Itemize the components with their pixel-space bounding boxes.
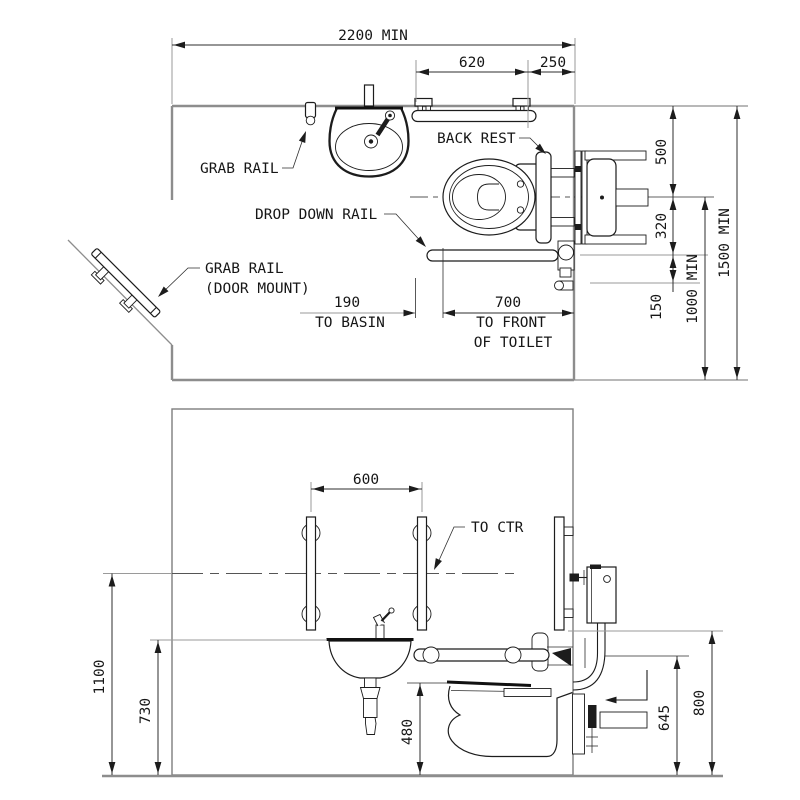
basin-plan bbox=[328, 106, 410, 178]
bottle-trap bbox=[359, 677, 381, 735]
dimension-1000-min: 1000 MIN bbox=[685, 197, 709, 380]
outlet-pipe-plan bbox=[615, 188, 649, 207]
dim-text-2200: 2200 MIN bbox=[338, 28, 408, 44]
drop-down-rail-plan bbox=[426, 240, 575, 278]
dimension-480: 480 bbox=[400, 682, 447, 775]
dim-text-600: 600 bbox=[353, 472, 379, 488]
dim-text-800: 800 bbox=[692, 690, 708, 716]
dimension-800: 800 bbox=[568, 630, 723, 775]
backrest-rail-plan bbox=[411, 97, 537, 123]
to-ctr-text: TO CTR bbox=[471, 520, 524, 536]
flush-pipe-leader bbox=[605, 670, 648, 704]
dim-text-700-label1: TO FRONT bbox=[476, 315, 546, 331]
dim-text-480: 480 bbox=[400, 719, 416, 745]
roll-holder-plan bbox=[554, 280, 574, 291]
dim-text-1000: 1000 MIN bbox=[685, 254, 701, 324]
dim-text-620: 620 bbox=[459, 55, 485, 71]
cistern-elevation bbox=[569, 564, 648, 755]
label-door-grab-rail: GRAB RAIL (DOOR MOUNT) bbox=[155, 261, 310, 300]
dimension-645: 645 bbox=[605, 655, 689, 775]
elevation-view: 600 TO CTR 1100 730 bbox=[92, 408, 723, 778]
dim-text-645: 645 bbox=[657, 705, 673, 731]
flush-pipe-outer bbox=[572, 623, 606, 691]
grab-rail-text: GRAB RAIL bbox=[200, 161, 279, 177]
dim-text-190: 190 bbox=[334, 295, 360, 311]
door-leaf-open bbox=[67, 239, 173, 346]
dim-text-500: 500 bbox=[654, 139, 670, 165]
back-rest-text: BACK REST bbox=[437, 131, 516, 147]
cistern-plan bbox=[574, 150, 649, 245]
vertical-grab-rails-elevation bbox=[301, 516, 432, 631]
plan-labels: GRAB RAIL BACK REST DROP DOWN RAIL GRAB … bbox=[155, 129, 549, 300]
dim-text-1500: 1500 MIN bbox=[717, 208, 733, 278]
basin-elevation bbox=[326, 607, 414, 735]
dimension-2200-min: 2200 MIN bbox=[171, 28, 576, 104]
dimension-1100: 1100 bbox=[92, 573, 172, 775]
pan-fixing-frame bbox=[572, 693, 648, 755]
toilet-plan bbox=[442, 151, 575, 244]
label-grab-rail: GRAB RAIL bbox=[200, 129, 310, 177]
toilet-elevation bbox=[446, 680, 573, 758]
dim-text-1100: 1100 bbox=[92, 660, 108, 695]
dimension-190-700: 190 TO BASIN 700 TO FRONT OF TOILET bbox=[300, 248, 574, 351]
flush-pipe-plan bbox=[363, 84, 375, 107]
dim-text-700-label2: OF TOILET bbox=[474, 335, 553, 351]
plan-dimensions: 2200 MIN 620 250 bbox=[171, 28, 741, 380]
corner-grab-rail-elevation bbox=[553, 516, 574, 631]
dim-text-250: 250 bbox=[540, 55, 566, 71]
door-grab-rail-text2: (DOOR MOUNT) bbox=[205, 281, 310, 297]
dimension-620-250: 620 250 bbox=[415, 55, 575, 128]
door-grab-rail bbox=[90, 248, 161, 318]
dimension-730: 730 bbox=[138, 639, 327, 775]
plan-view: 2200 MIN 620 250 bbox=[67, 28, 748, 382]
tap-elevation bbox=[372, 607, 395, 640]
dim-text-730: 730 bbox=[138, 698, 154, 724]
dim-text-320: 320 bbox=[654, 213, 670, 239]
label-to-ctr: TO CTR bbox=[430, 520, 524, 572]
dim-text-190-label: TO BASIN bbox=[315, 315, 385, 331]
dimension-600: 600 bbox=[310, 472, 423, 512]
elevation-dimensions: 600 TO CTR 1100 730 bbox=[92, 472, 723, 775]
grab-rail-plan bbox=[304, 101, 317, 126]
door-grab-rail-text1: GRAB RAIL bbox=[205, 261, 284, 277]
drop-down-rail-elevation bbox=[413, 632, 573, 672]
drop-down-rail-text: DROP DOWN RAIL bbox=[255, 207, 377, 223]
dim-text-150: 150 bbox=[649, 294, 665, 320]
dimension-chain-right: 500 320 150 bbox=[580, 106, 708, 320]
dim-text-700: 700 bbox=[495, 295, 521, 311]
label-drop-down-rail: DROP DOWN RAIL bbox=[255, 207, 429, 250]
flush-pipe-inner bbox=[572, 623, 599, 683]
dimension-1500-min: 1500 MIN bbox=[717, 106, 741, 380]
tap-plan bbox=[375, 110, 396, 137]
backrest-plan bbox=[535, 151, 575, 244]
label-back-rest: BACK REST bbox=[437, 131, 549, 157]
